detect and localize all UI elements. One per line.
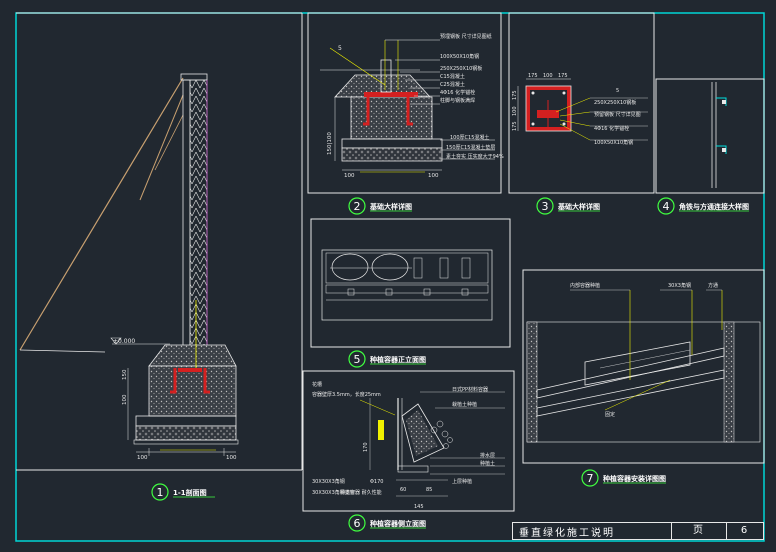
v2-dim-left: 150|100 (327, 132, 333, 155)
v3-dim-top-1: 175 (528, 73, 538, 79)
v3-note-1: 250X250X10钢板 (594, 99, 636, 106)
v2-note-5: C25混凝土 (440, 81, 465, 88)
v1-dim-b2: 100 (226, 455, 237, 461)
view-1-section (19, 73, 239, 456)
view-6-circle (348, 514, 366, 532)
view-3-circle (536, 197, 554, 215)
v6-dim-145: 145 (414, 504, 424, 510)
v6-note-8: 种植土 (480, 460, 495, 467)
v2-note-8: 100厚C15混凝土 (450, 134, 489, 141)
view-1-label: 1-1剖面图 (173, 488, 207, 497)
view-3-label: 基础大样详图 (557, 202, 600, 211)
v2-note-4: C15混凝土 (440, 73, 465, 80)
view-3-detail (517, 78, 648, 141)
v6-note-7: 排水层 (480, 452, 495, 459)
view-7-number: 7 (587, 472, 594, 485)
view-6-number: 6 (354, 517, 361, 530)
view-5-frame (310, 218, 511, 348)
view-2-number: 2 (354, 200, 361, 213)
v1-dim-b1: 100 (137, 455, 148, 461)
v2-note-7: 柱脚与钢板满焊 (440, 97, 475, 104)
v2-note-2: 100X50X10角钢 (440, 53, 479, 60)
view-1-circle (151, 483, 169, 501)
view-4-detail (711, 82, 727, 188)
v6-dim-85: 85 (426, 487, 432, 493)
v3-note-2: 预留钢板 尺寸详见图 (594, 111, 641, 118)
v3-dim-top-2: 100 (543, 73, 553, 79)
v7-note-1: 内部容器种植 (570, 282, 600, 289)
v6-note-3: 日式PP材料容器 (452, 386, 488, 393)
view-2-frame (307, 12, 502, 194)
v2-note-9: 150厚C15混凝土垫层 (446, 144, 495, 151)
v6-dim-170: 170 (363, 442, 369, 452)
v7-note-2: 30X3角钢 (668, 282, 691, 289)
view-1-number: 1 (157, 486, 164, 499)
v6-note-10: 30X30X3角钢支架 (312, 489, 355, 496)
v6-note-4: 栽植土种植 (452, 401, 477, 408)
view-6-detail (359, 391, 505, 497)
view-4-frame (655, 78, 765, 194)
view-2-detail (320, 39, 495, 173)
v1-dim-1: 150 (122, 369, 128, 380)
v6-note-1: 花槽 (312, 381, 322, 388)
v3-dim-left-2: 100 (512, 106, 518, 116)
view-3-frame (508, 12, 655, 194)
view-labels: 1 1-1剖面图 2 基础大样详图 3 基础大样详图 4 角铁与方通连接大样图 5 种植容器正立面… (151, 197, 749, 532)
title-block: 垂直绿化施工说明 页 6 (512, 522, 764, 540)
v2-dim-b1: 100 (344, 173, 355, 179)
v3-dim-top-3: 175 (558, 73, 568, 79)
v7-note-3: 方通 (708, 282, 718, 289)
v1-dim-2: 100 (122, 394, 128, 405)
v7-note-4: 固定 (605, 411, 615, 418)
view-2-label: 基础大样详图 (369, 202, 412, 211)
view-6-label: 种植容器侧立面图 (369, 519, 426, 528)
v6-note-6: Φ170 (370, 479, 383, 485)
view-7-detail (526, 289, 761, 443)
v6-note-9: 上层种植 (452, 478, 472, 485)
view-4-circle (657, 197, 675, 215)
v6-note-11: 种植容器 耐久性能 (340, 489, 382, 496)
page-label: 页 (671, 523, 726, 539)
v3-dim-left-1: 175 (512, 90, 518, 100)
v3-dim-left-3: 175 (512, 121, 518, 131)
sheet-title: 垂直绿化施工说明 (519, 527, 615, 539)
view-4-label: 角铁与方通连接大样图 (679, 202, 749, 211)
v2-callout: 5 (338, 45, 342, 52)
v3-note-4: 100X50X10角钢 (594, 139, 633, 146)
v6-note-2: 容器壁厚3.5mm，长度25mm (312, 391, 381, 398)
view-5-detail (321, 249, 493, 321)
view-7-label: 种植容器安装详图图 (602, 474, 666, 483)
view-5-circle (348, 350, 366, 368)
v2-dim-b2: 100 (428, 173, 439, 179)
v2-note-10: 素土夯实 压实度大于94% (446, 153, 504, 160)
v3-note-3: 4Φ16 化学锚栓 (594, 125, 629, 132)
view-3-number: 3 (542, 200, 549, 213)
v2-note-1: 预埋钢板 尺寸详见图纸 (440, 33, 492, 40)
view-7-frame (522, 269, 765, 464)
view-2-circle (348, 197, 366, 215)
v6-dim-60: 60 (400, 487, 406, 493)
view-5-label: 种植容器正立面图 (369, 355, 426, 364)
v3-callout: 5 (616, 88, 619, 94)
view-6-frame (302, 370, 515, 512)
view-4-number: 4 (663, 200, 670, 213)
view-7-circle (581, 469, 599, 487)
v2-note-6: 4Φ16 化学锚栓 (440, 89, 475, 96)
v2-note-3: 250X250X10钢板 (440, 65, 482, 72)
v6-note-5: 30X30X3角钢 (312, 478, 345, 485)
page-number: 6 (726, 523, 763, 539)
v1-elevation: ±0.000 (113, 338, 135, 345)
view-5-number: 5 (354, 353, 361, 366)
